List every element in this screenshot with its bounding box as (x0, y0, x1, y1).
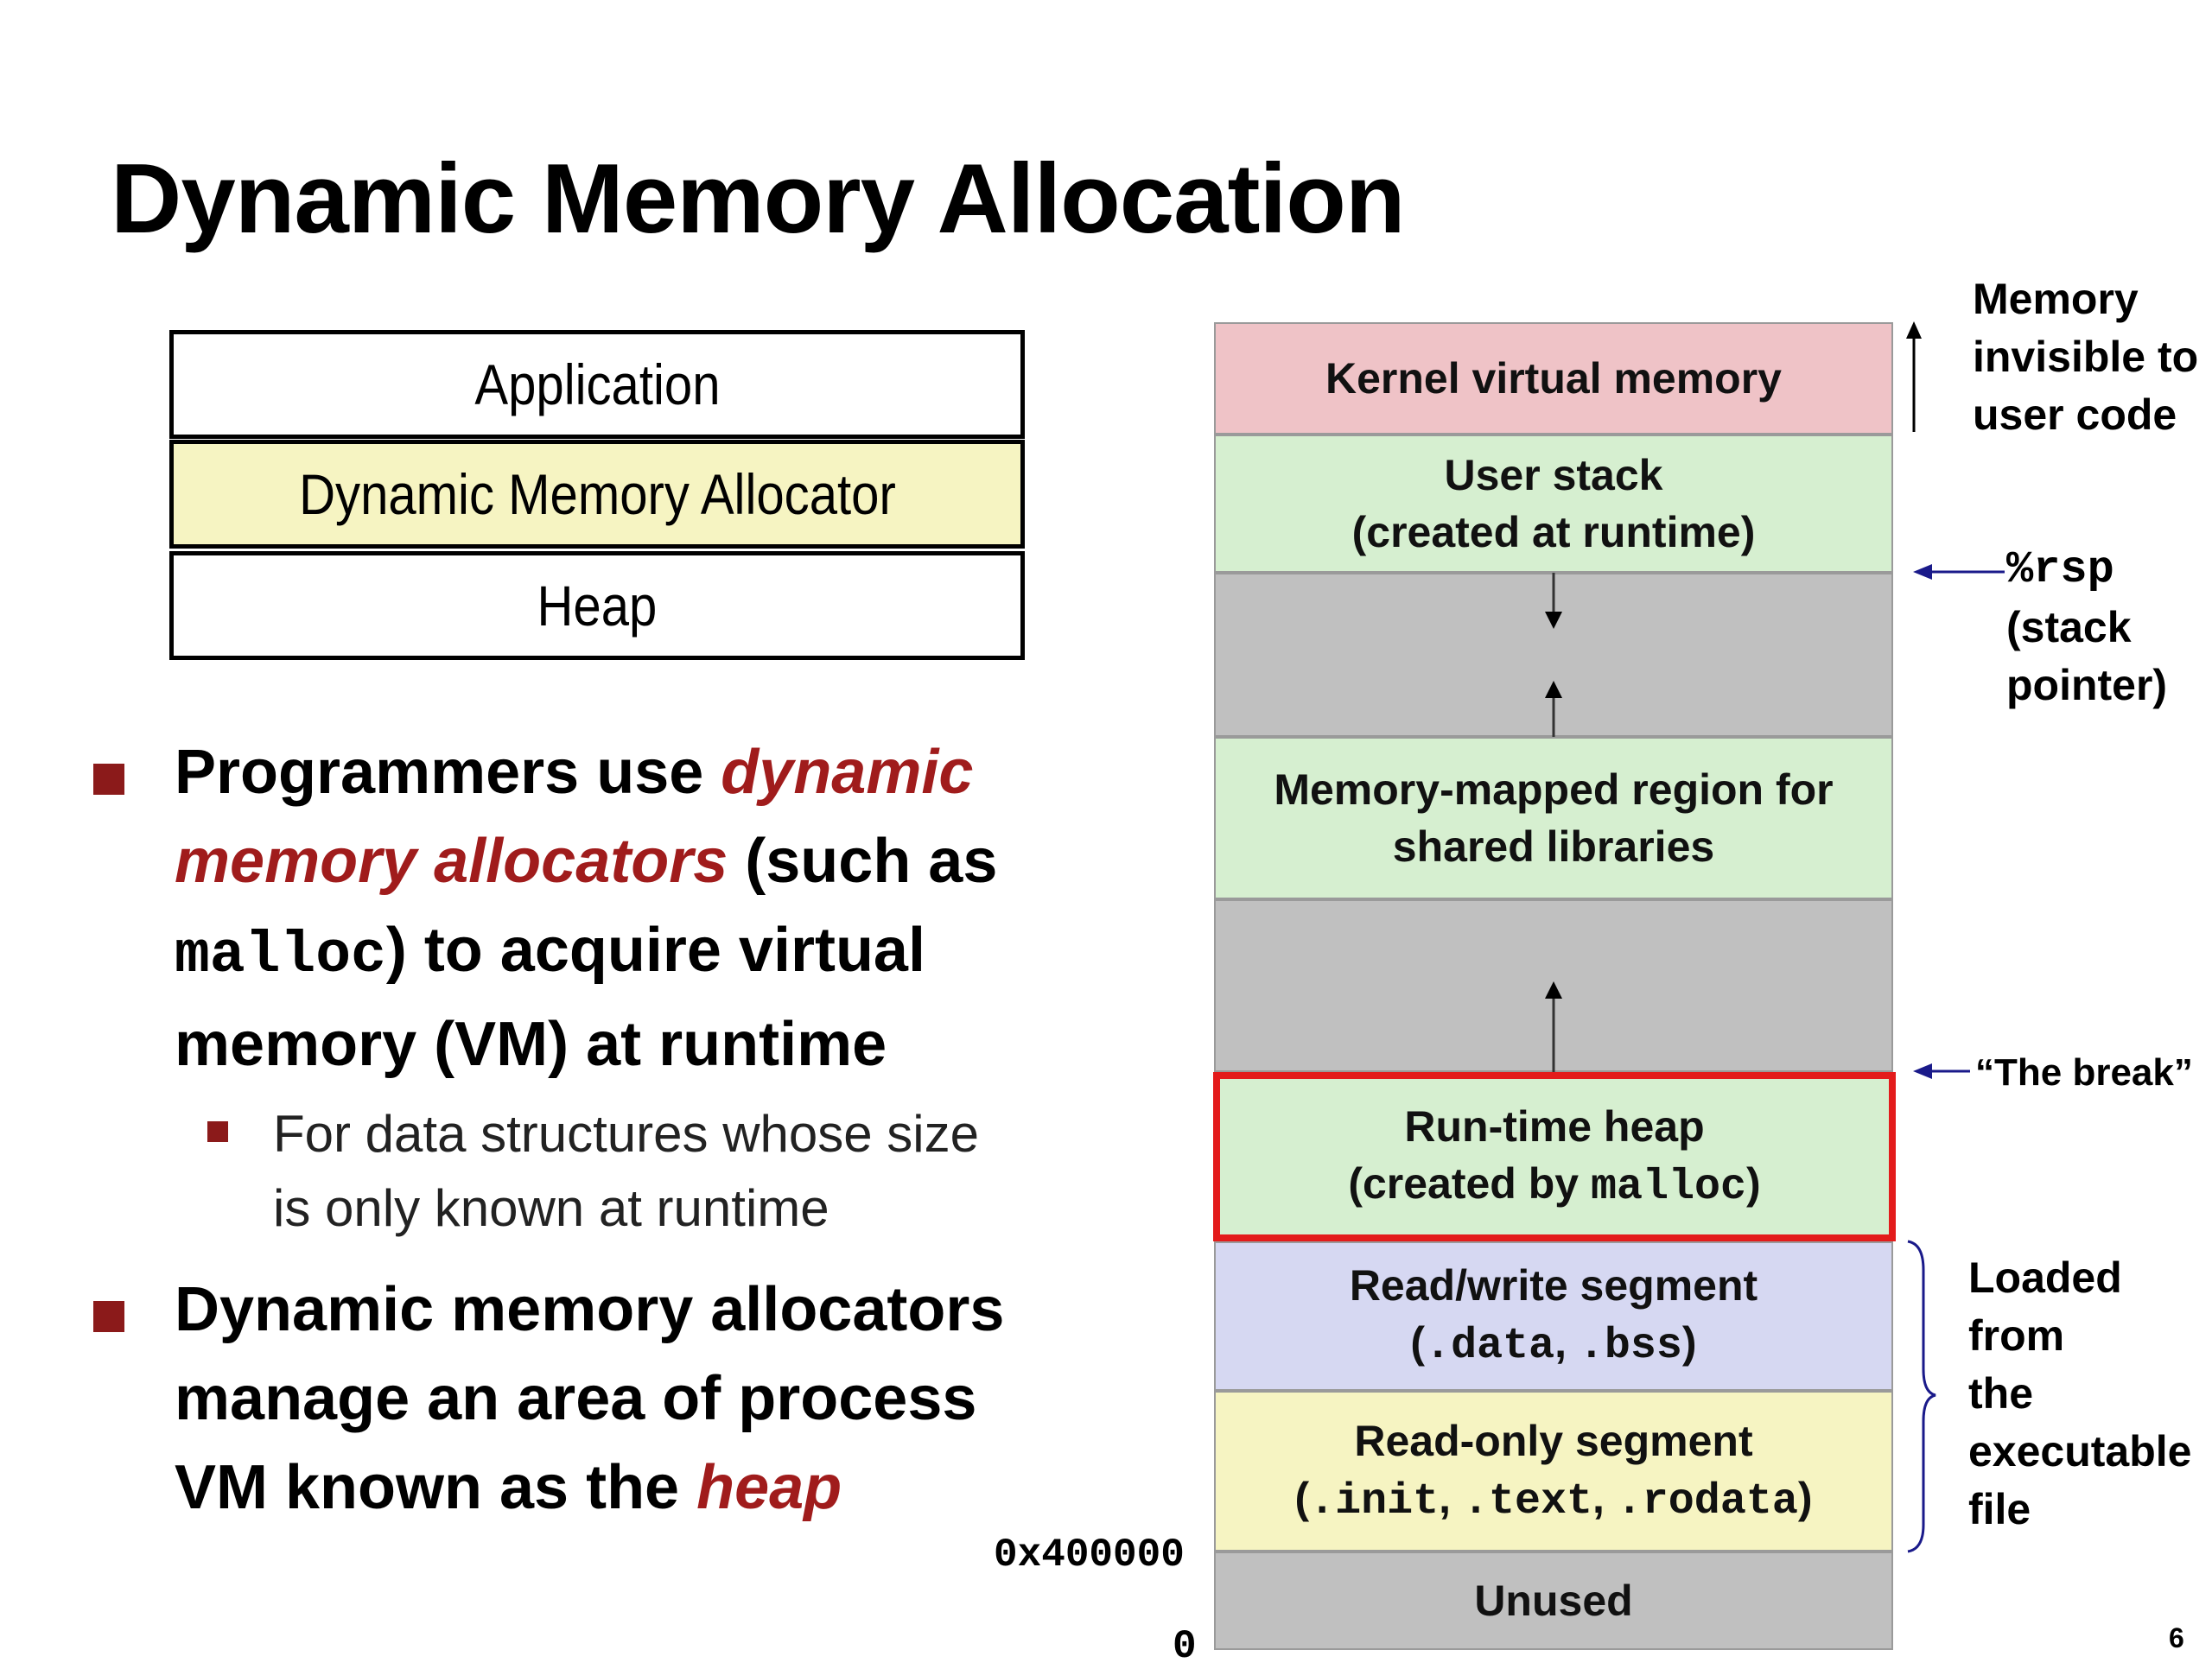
left-arrow-icon (1913, 564, 2005, 580)
segment-kernel-label: Kernel virtual memory (1325, 354, 1782, 403)
page-number: 6 (2169, 1622, 2184, 1653)
segment-rw: Read/write segment (.data, .bss) (1214, 1241, 1893, 1391)
segment-ro-line1: Read-only segment (1354, 1416, 1753, 1465)
address-0x400000: 0x400000 (994, 1533, 1185, 1577)
bullet-1-text: Programmers use dynamic memory allocator… (175, 728, 1082, 1089)
layer-allocator: Dynamic Memory Allocator (169, 440, 1025, 549)
bullet-2-line2: manage an area of process (175, 1364, 977, 1433)
bullet-1-part1: Programmers use (175, 738, 721, 807)
square-bullet-icon (207, 1121, 228, 1142)
segment-rw-line1: Read/write segment (1349, 1261, 1758, 1310)
segment-rw-line2: (.data, .bss) (1410, 1314, 1696, 1375)
label-stack-pointer: %rsp (stack pointer) (2006, 541, 2167, 714)
segment-mmap: Memory-mapped region for shared librarie… (1214, 737, 1893, 899)
segment-ro-a: ( (1294, 1473, 1310, 1522)
sub-bullet-line1: For data structures whose size (273, 1105, 980, 1163)
segment-heap-line2: (created by malloc) (1348, 1155, 1760, 1216)
segment-unused-label: Unused (1474, 1577, 1633, 1625)
address-0: 0 (1173, 1624, 1197, 1669)
segment-heap-suffix: ) (1746, 1158, 1761, 1208)
segment-ro-code3: .rodata (1616, 1476, 1798, 1526)
segment-heap-line1: Run-time heap (1404, 1101, 1705, 1151)
bullet-2-part3: VM known as the (175, 1453, 697, 1522)
layer-heap: Heap (169, 551, 1025, 660)
label-rsp-line3: pointer) (2006, 661, 2168, 709)
label-loaded-line3: the (1968, 1369, 2033, 1418)
label-loaded-line2: from (1968, 1311, 2065, 1360)
layer-heap-label: Heap (537, 574, 658, 638)
left-arrow-icon (1913, 1063, 1970, 1079)
segment-heap-prefix: (created by (1348, 1158, 1591, 1208)
label-invisible-line3: user code (1973, 390, 2177, 439)
up-arrow-icon (1545, 681, 1562, 737)
bullet-2-text: Dynamic memory allocators manage an area… (175, 1266, 1082, 1533)
segment-rw-code1: .data (1425, 1322, 1555, 1371)
label-invisible-line1: Memory (1973, 275, 2139, 323)
segment-rw-b: , (1554, 1318, 1579, 1367)
segment-unused: Unused (1214, 1552, 1893, 1650)
segment-mmap-line2: shared libraries (1392, 822, 1715, 871)
layer-application: Application (169, 330, 1025, 439)
bullet-1-part2: (such as (728, 827, 998, 896)
bullet-2-line1: Dynamic memory allocators (175, 1275, 1005, 1344)
segment-user-stack-line2: (created at runtime) (1351, 508, 1756, 556)
square-bullet-icon (93, 1301, 124, 1332)
label-rsp-line2: (stack (2006, 603, 2132, 651)
segment-ro-code2: .text (1462, 1476, 1592, 1526)
label-loaded-line4: executable (1968, 1427, 2192, 1475)
label-loaded-from-executable: Loaded from the executable file (1968, 1249, 2191, 1539)
up-arrow-icon (1545, 981, 1562, 1072)
segment-rw-c: ) (1681, 1318, 1697, 1367)
label-rsp-code: %rsp (2006, 544, 2114, 595)
sub-bullet-line2: is only known at runtime (273, 1179, 830, 1237)
segment-ro-line2: (.init, .text, .rodata) (1294, 1469, 1812, 1531)
bullet-1-code: malloc (175, 923, 386, 989)
segment-ro-b: , (1439, 1473, 1463, 1522)
label-loaded-line1: Loaded (1968, 1253, 2122, 1302)
up-arrow-icon (1906, 321, 1922, 432)
label-invisible-line2: invisible to (1973, 333, 2199, 381)
down-arrow-icon (1545, 573, 1562, 629)
bullet-1-em1: dynamic (721, 738, 974, 807)
segment-ro-d: ) (1797, 1473, 1813, 1522)
bullet-1-part3: ) to acquire virtual (385, 916, 925, 985)
segment-rw-a: ( (1410, 1318, 1426, 1367)
bullet-1-part4: memory (VM) at runtime (175, 1010, 887, 1079)
segment-ro-code1: .init (1309, 1476, 1440, 1526)
segment-ro: Read-only segment (.init, .text, .rodata… (1214, 1391, 1893, 1552)
right-brace-icon (1907, 1240, 1936, 1553)
segment-kernel: Kernel virtual memory (1214, 322, 1893, 435)
bullet-1-em2: memory allocators (175, 827, 728, 896)
label-memory-invisible: Memory invisible to user code (1973, 270, 2198, 444)
sub-bullet-text: For data structures whose size is only k… (273, 1097, 979, 1246)
segment-user-stack-line1: User stack (1444, 451, 1663, 499)
layer-application-label: Application (474, 352, 721, 416)
segment-heap-code: malloc (1590, 1162, 1747, 1212)
segment-heap: Run-time heap (created by malloc) (1213, 1072, 1896, 1241)
bullet-2-em: heap (696, 1453, 842, 1522)
layer-allocator-label: Dynamic Memory Allocator (298, 462, 896, 526)
segment-ro-c: , (1592, 1473, 1617, 1522)
segment-user-stack: User stack (created at runtime) (1214, 435, 1893, 573)
slide-title: Dynamic Memory Allocation (111, 144, 1405, 254)
label-break-text: “The break” (1975, 1051, 2193, 1094)
square-bullet-icon (93, 764, 124, 795)
segment-rw-code2: .bss (1578, 1322, 1682, 1371)
label-loaded-line5: file (1968, 1485, 2031, 1533)
segment-mmap-line1: Memory-mapped region for (1274, 765, 1834, 814)
label-the-break: “The break” (1975, 1044, 2193, 1101)
